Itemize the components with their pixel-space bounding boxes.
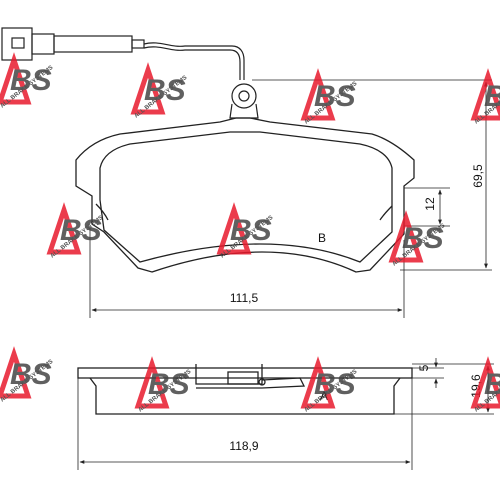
abs-watermark bbox=[138, 364, 193, 414]
abs-watermark bbox=[0, 354, 54, 404]
pad-label-b: B bbox=[318, 231, 326, 245]
dimension-bottom-width bbox=[77, 378, 413, 470]
backing-plate-side bbox=[77, 367, 413, 379]
abs-watermark bbox=[304, 364, 359, 414]
sensor-sleeve bbox=[53, 35, 133, 53]
friction-material-outline bbox=[99, 131, 393, 263]
watermarks bbox=[0, 60, 500, 414]
sensor-connector bbox=[1, 27, 33, 61]
friction-material-side bbox=[89, 377, 401, 415]
brake-pad-front-view bbox=[75, 117, 415, 273]
sensor-clip-base bbox=[229, 103, 259, 119]
sensor-plug-body bbox=[31, 33, 55, 55]
dimension-backplate bbox=[412, 358, 444, 388]
brake-pad-side-view bbox=[77, 364, 413, 415]
sensor-wire bbox=[143, 42, 245, 80]
dimension-wear-label: 12 bbox=[423, 197, 437, 211]
sensor-wire-inner bbox=[143, 46, 241, 80]
abs-watermark bbox=[50, 210, 105, 260]
dimension-bottom-width-label: 118,9 bbox=[229, 439, 258, 453]
abs-watermark bbox=[0, 60, 54, 110]
dimension-height-label: 69,5 bbox=[471, 164, 485, 188]
abs-watermark bbox=[474, 76, 500, 126]
side-clip-tab bbox=[261, 377, 306, 389]
sensor-connector-pin bbox=[11, 37, 25, 49]
sensor-clip-hole bbox=[238, 90, 250, 102]
side-clip-spring bbox=[227, 371, 259, 385]
pad-notch-left bbox=[95, 203, 109, 221]
backing-plate-outline bbox=[75, 117, 415, 273]
dimension-height bbox=[252, 79, 492, 271]
abs-watermark bbox=[304, 76, 359, 126]
dimension-top-width-label: 111,5 bbox=[230, 291, 259, 305]
pad-notch-right bbox=[379, 205, 393, 221]
dimension-backplate-label: 5 bbox=[417, 364, 431, 371]
side-clip-body bbox=[195, 364, 263, 385]
wear-sensor bbox=[1, 27, 259, 119]
sensor-clip bbox=[231, 83, 257, 109]
side-clip-rivet bbox=[258, 378, 266, 386]
sensor-sleeve-end bbox=[131, 39, 145, 49]
abs-watermark bbox=[474, 364, 500, 414]
abs-watermark bbox=[392, 218, 447, 268]
abs-watermark bbox=[134, 70, 189, 120]
